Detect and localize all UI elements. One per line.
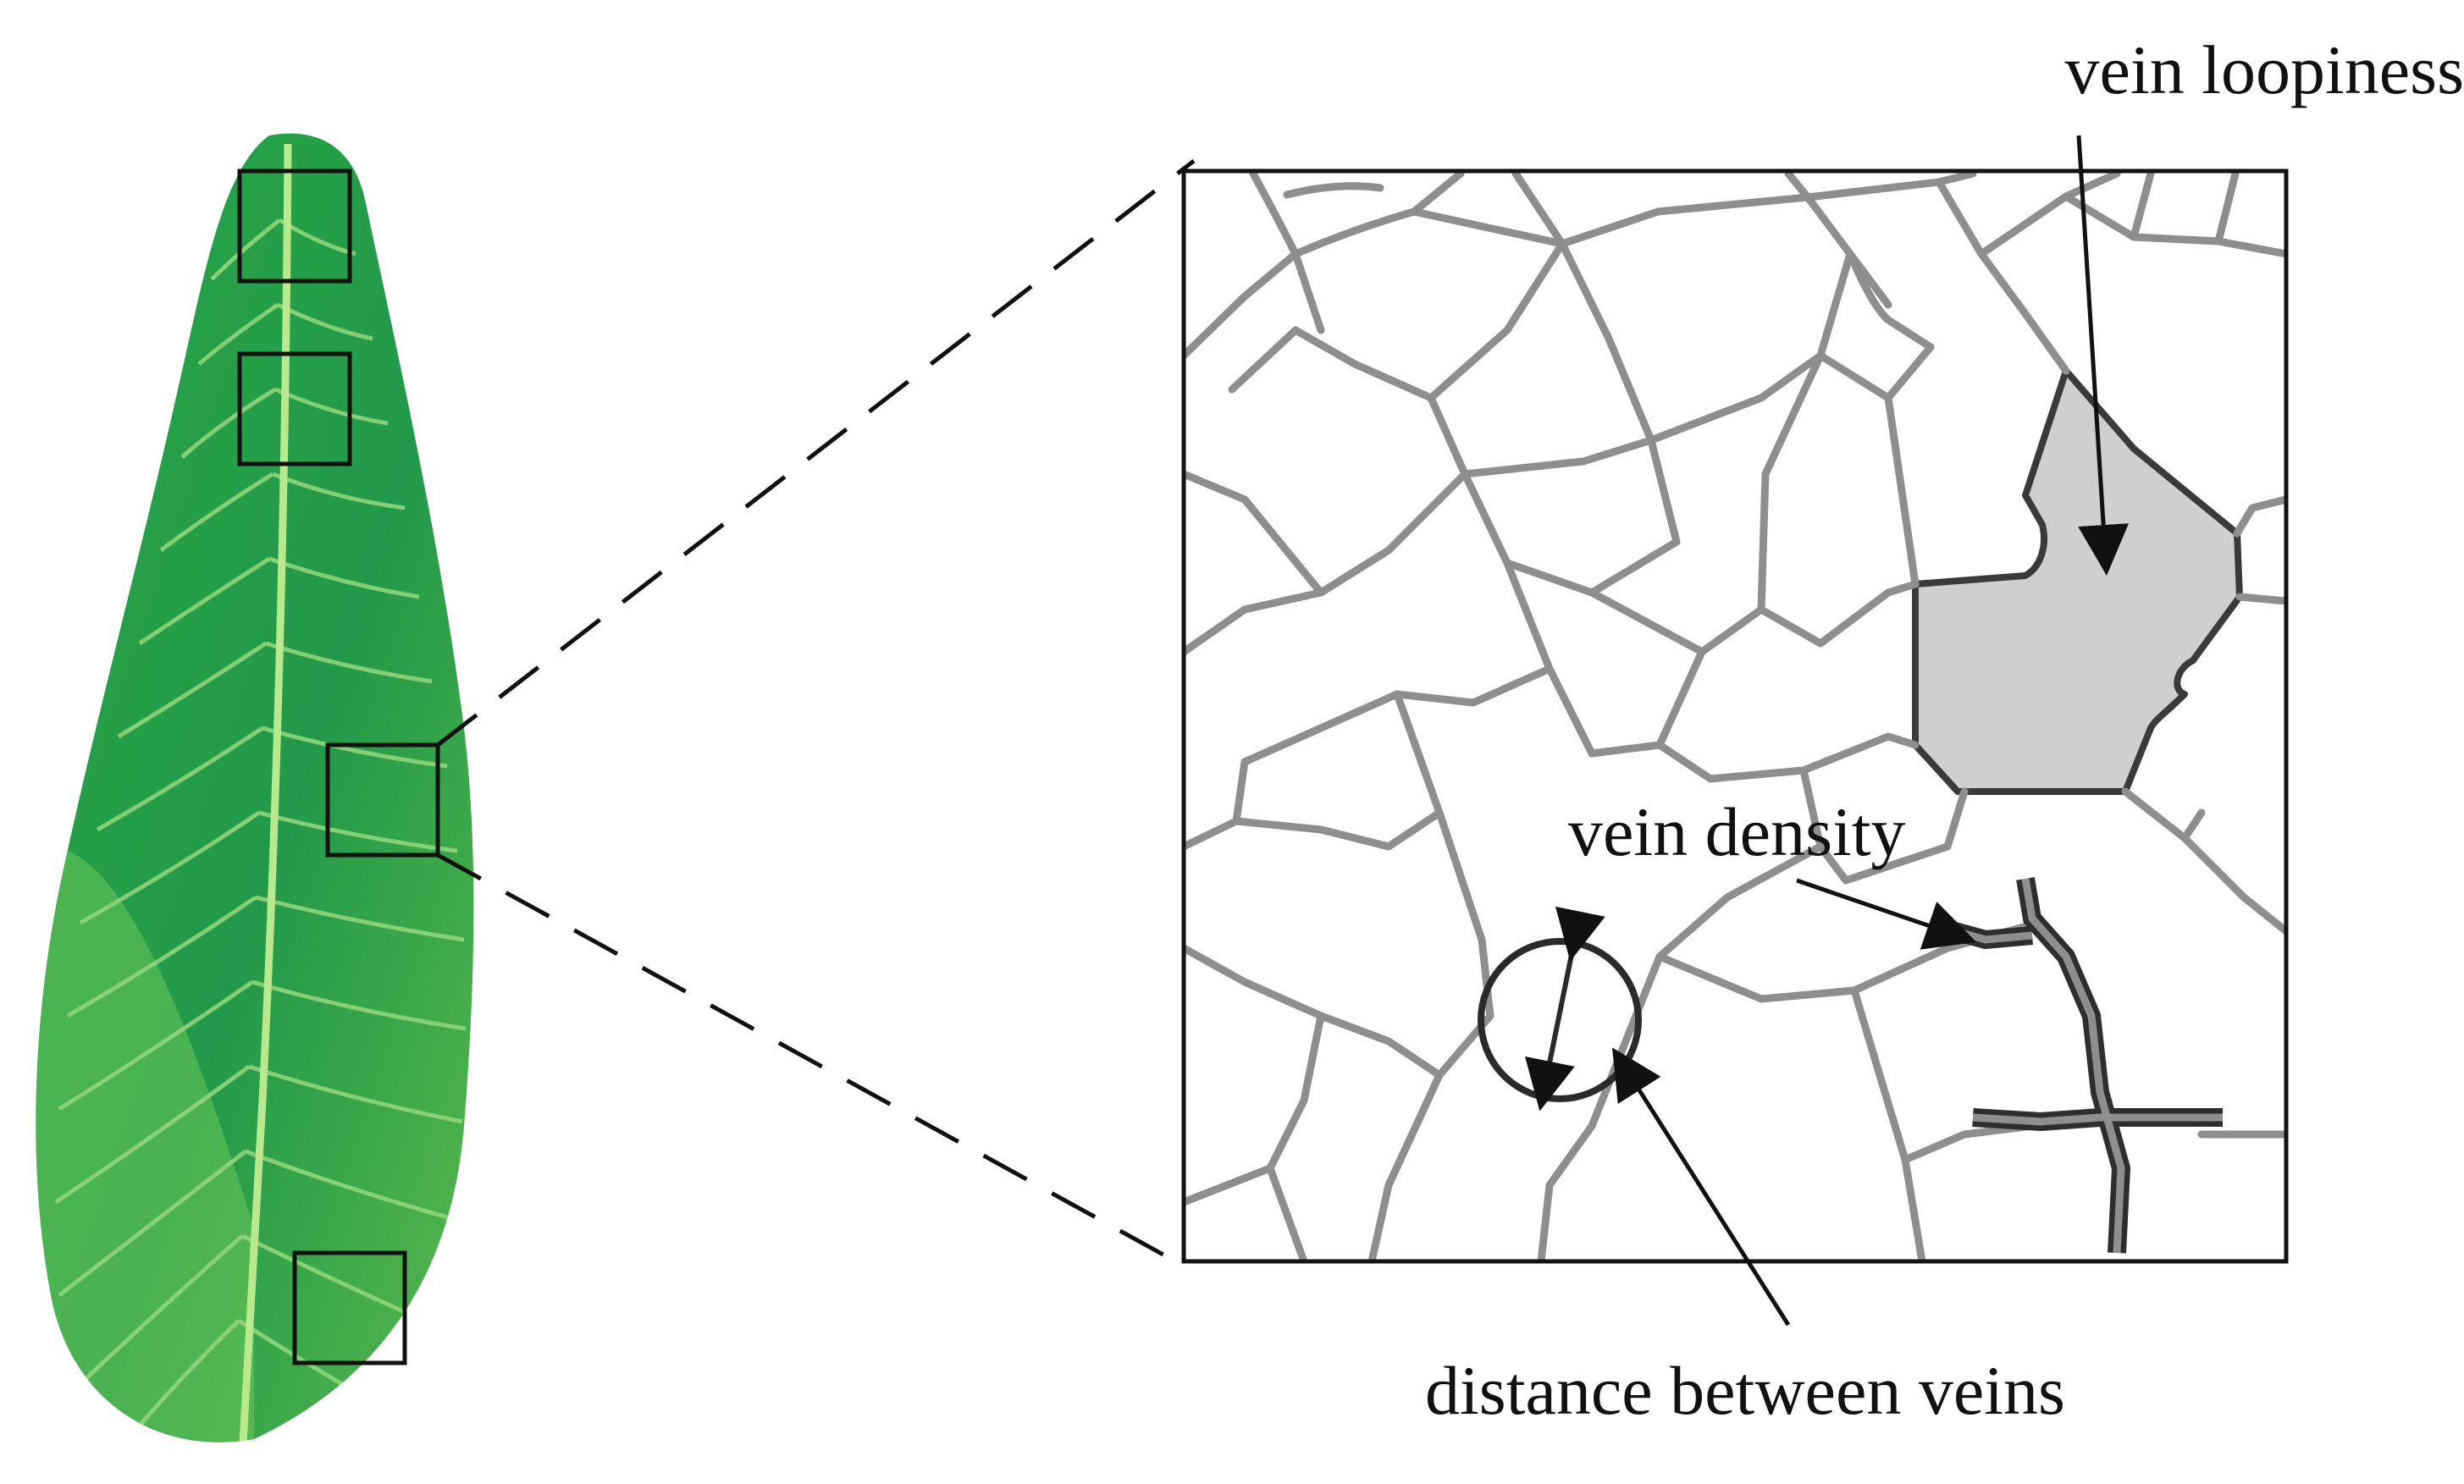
magnified-vein-network: [1181, 168, 2289, 1264]
leaf-photo: [36, 133, 474, 1443]
highlighted-vein-segments: [1936, 877, 2223, 1254]
leaf-light-region: [36, 845, 254, 1443]
loopiness-arrow: [2076, 135, 2130, 576]
sample-box-2: [237, 351, 352, 466]
label-distance-between-veins: distance between veins: [1425, 1352, 2065, 1429]
density-arrow: [1796, 878, 1977, 950]
leaf-midrib: [237, 143, 292, 1443]
label-vein-loopiness: vein loopiness: [2065, 31, 2464, 108]
label-vein-density: vein density: [1568, 793, 1906, 870]
annotation-arrows: [1611, 135, 2130, 1327]
zoom-connector-lines: [436, 159, 1196, 1266]
sample-box-1: [237, 168, 352, 284]
distance-double-arrow: [1524, 906, 1605, 1112]
lateral-veins: [54, 218, 467, 1432]
highlighted-areole: [1912, 367, 2243, 795]
zoom-line-bottom: [436, 852, 1180, 1266]
sample-box-3: [325, 742, 440, 858]
zoom-line-top: [436, 159, 1196, 747]
distance-arrow: [1611, 1047, 1791, 1327]
panel-border: [1181, 168, 2289, 1264]
sample-box-4: [292, 1250, 407, 1365]
